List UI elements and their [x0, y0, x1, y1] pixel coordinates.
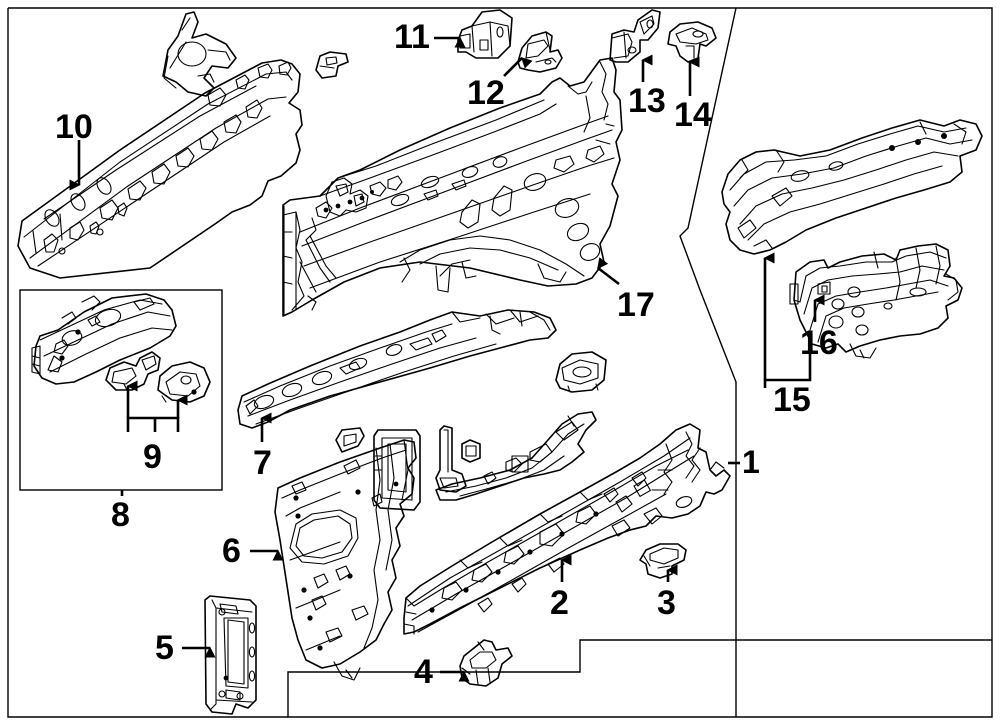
- part-14-strut-bracket: [667, 21, 717, 63]
- pointer-9-bracket: [126, 416, 180, 432]
- part-3-reinforcement-bracket: [639, 543, 687, 579]
- callout-label-12: 12: [467, 74, 505, 112]
- callout-label-5: 5: [155, 629, 174, 667]
- callout-label-4: 4: [414, 653, 433, 691]
- callout-label-11: 11: [394, 18, 430, 56]
- callout-label-3: 3: [657, 584, 676, 622]
- callout-label-16: 16: [800, 324, 838, 362]
- part-mid-lower-cluster: [335, 411, 597, 511]
- part-11-block-bracket: [457, 9, 513, 59]
- part-4-mounting-bracket: [459, 639, 513, 687]
- part-10-upper-side-rail: [17, 59, 303, 279]
- pointer-15-bracket: [763, 340, 812, 388]
- pointer-17: [597, 257, 620, 286]
- pointer-12: [503, 56, 533, 77]
- page-border: [8, 7, 993, 718]
- callout-label-10: 10: [55, 108, 93, 146]
- callout-label-13: 13: [628, 82, 666, 120]
- callout-label-8: 8: [111, 496, 130, 534]
- callout-label-1: 1: [742, 444, 760, 480]
- part-13-hinge-bracket: [609, 9, 661, 63]
- callout-label-14: 14: [674, 96, 712, 134]
- callout-label-9: 9: [143, 438, 162, 476]
- part-bracket-right-of-7: [555, 351, 607, 393]
- part-15-rear-floor-rail: [721, 119, 983, 255]
- part-7-upper-rail-extension: [237, 309, 557, 429]
- callout-label-6: 6: [222, 532, 241, 570]
- callout-label-17: 17: [617, 286, 655, 324]
- part-17-inner-fender-apron: [282, 57, 623, 317]
- part-12-apron-bracket: [517, 31, 563, 73]
- divider-polyline: [679, 7, 737, 717]
- callout-label-15: 15: [773, 381, 811, 419]
- part-2-front-side-frame-rail: [403, 423, 731, 635]
- part-6-wheelhouse-inner-panel: [274, 439, 417, 681]
- callout-label-2: 2: [550, 584, 569, 622]
- callout-label-7: 7: [253, 444, 272, 482]
- part-5-reinforcement-plate: [204, 595, 257, 715]
- part-small-chip-upper: [315, 51, 349, 79]
- part-8-box-contents: [31, 293, 211, 403]
- part-upper-left-bracket: [162, 11, 237, 97]
